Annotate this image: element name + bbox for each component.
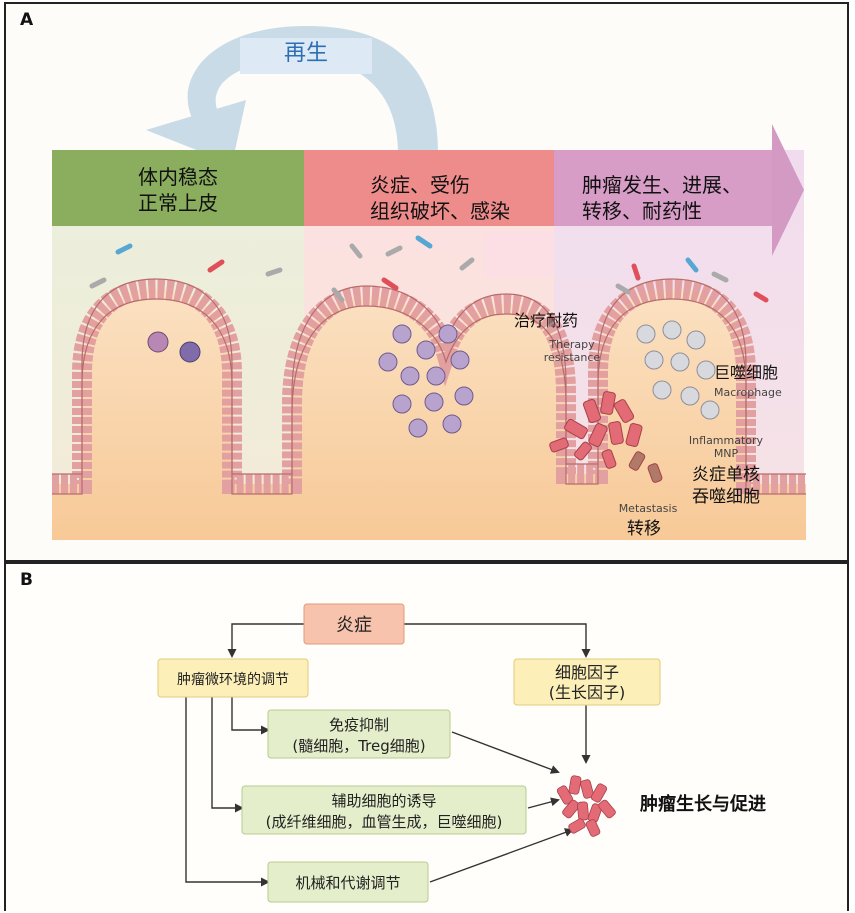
helper-line1: 辅助细胞的诱导: [331, 792, 436, 810]
stage3-line1: 肿瘤发生、进展、: [582, 173, 742, 197]
cytokine-line2: (生长因子): [549, 683, 626, 702]
inflammatory-mnp-cn-2: 吞噬细胞: [692, 487, 760, 507]
immune-cells: [147, 320, 720, 438]
bacteria: [89, 235, 769, 303]
panel-b-diagram: 炎症 肿瘤微环境的调节 细胞因子 (生长因子) 免疫抑制 (髓细胞，Treg细胞…: [157, 603, 766, 903]
stage1-line2: 正常上皮: [138, 191, 218, 215]
inflammatory-mnp-cn-1: 炎症单核: [692, 465, 760, 485]
flow-connectors: [185, 623, 591, 887]
stage1-line1: 体内稳态: [138, 165, 218, 189]
cytokine-box: [513, 658, 661, 706]
tumor-growth-label: 肿瘤生长与促进: [640, 793, 766, 815]
stage2-line2: 组织破坏、感染: [370, 199, 510, 223]
inflammatory-mnp-en-2: MNP: [714, 447, 739, 460]
immune-box: [267, 709, 451, 759]
tumor-cells: [549, 391, 663, 483]
stage3-line2: 转移、耐药性: [582, 199, 702, 223]
inflammatory-mnp-en-1: Inflammatory: [689, 434, 764, 447]
metastasis-cn: 转移: [627, 519, 661, 539]
panel-b: B: [4, 562, 849, 911]
inflammation-box: [303, 603, 405, 645]
tumor-cluster-icon: [556, 775, 616, 837]
mech-box: [267, 861, 429, 903]
panel-a: A: [4, 2, 849, 562]
therapy-resistance-cn: 治疗耐药: [514, 311, 578, 330]
panel-b-label: B: [20, 570, 33, 590]
helper-line2: (成纤维细胞，血管生成，巨噬细胞): [266, 813, 503, 831]
mech-label: 机械和代谢调节: [295, 874, 400, 892]
metastasis-en: Metastasis: [619, 502, 678, 515]
macrophage-en: Macrophage: [714, 386, 782, 399]
regeneration-arrow: [146, 26, 438, 164]
tme-label: 肿瘤微环境的调节: [177, 671, 289, 688]
immune-line2: (髓细胞，Treg细胞): [292, 737, 425, 755]
panel-a-label: A: [20, 10, 34, 30]
macrophage-cn: 巨噬细胞: [714, 363, 778, 382]
immune-line1: 免疫抑制: [329, 716, 389, 734]
regen-label: 再生: [284, 41, 328, 66]
therapy-resistance-en-2: resistance: [544, 351, 601, 364]
stage-progress-arrow: [52, 124, 804, 276]
cytokine-line1: 细胞因子: [555, 663, 619, 682]
panel-a-illustration: 再生 体内稳态 正常上皮 炎症、受伤 组织破坏、感染 肿瘤发生、进展、 转移、耐…: [52, 26, 806, 540]
therapy-resistance-en-1: Therapy: [548, 338, 595, 351]
helper-box: [241, 785, 527, 835]
tme-box: [157, 658, 309, 698]
inflammation-label: 炎症: [336, 615, 372, 636]
stage2-line1: 炎症、受伤: [370, 173, 470, 197]
